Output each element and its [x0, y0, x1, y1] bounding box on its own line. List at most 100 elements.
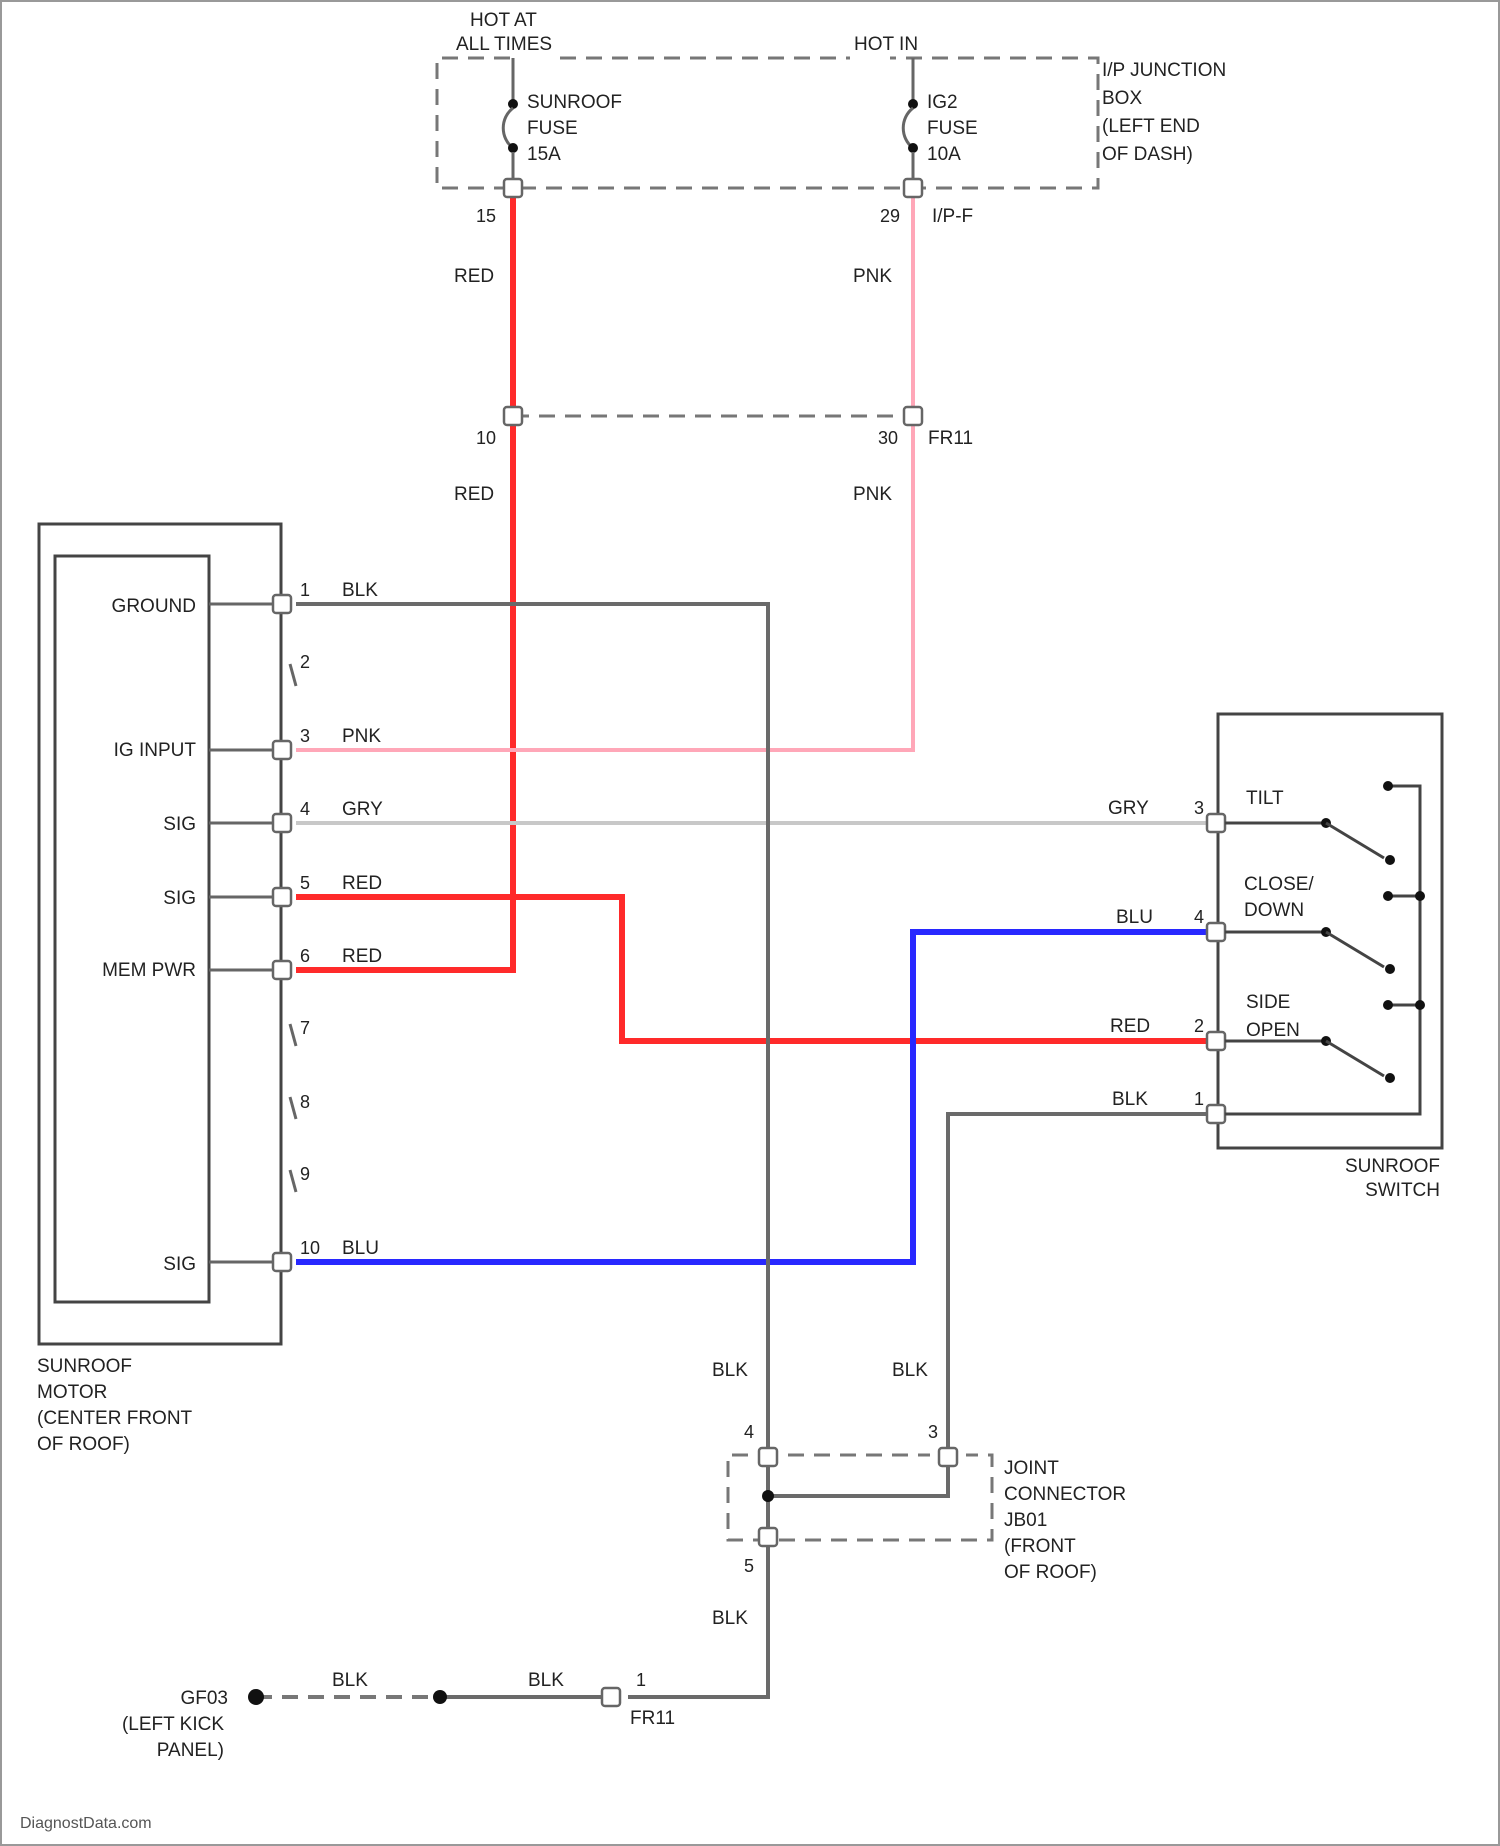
joint-caption-4: (FRONT — [1004, 1536, 1076, 1557]
joint-wire-bottom: BLK — [712, 1608, 748, 1629]
wire-label-pnk-upper: PNK — [853, 266, 892, 287]
pin-left-mid: 10 — [476, 428, 496, 448]
ground-terminal — [248, 1689, 264, 1705]
switch-contact-close-end — [1385, 964, 1395, 974]
ground-label-2: (LEFT KICK — [122, 1714, 224, 1735]
motor-wire-color-5: RED — [342, 873, 382, 894]
motor-pin-num-9: 9 — [300, 1164, 310, 1184]
pin-right-top: 29 — [880, 206, 900, 226]
motor-wire-color-3: PNK — [342, 726, 381, 747]
joint-pin-4 — [759, 1448, 777, 1466]
switch-position-down: DOWN — [1244, 900, 1304, 921]
switch-position-open: OPEN — [1246, 1020, 1300, 1041]
motor-wire-color-4: GRY — [342, 799, 383, 820]
switch-wire-color-blu: BLU — [1116, 907, 1153, 928]
hot-right-label: HOT IN — [854, 34, 918, 55]
ground-connector-label: FR11 — [630, 1708, 675, 1729]
motor-pin-1 — [273, 595, 291, 613]
joint-caption-1: JOINT — [1004, 1458, 1059, 1479]
connector-mid-label: FR11 — [928, 428, 973, 449]
switch-contact-open-top — [1383, 1000, 1393, 1010]
joint-splice-dot — [762, 1490, 774, 1502]
pin-right-mid: 30 — [878, 428, 898, 448]
ground-wire-color-1: BLK — [332, 1670, 368, 1691]
switch-pin-num-2: 2 — [1194, 1016, 1204, 1036]
junction-box-label-4: OF DASH) — [1102, 144, 1193, 165]
connector-top-label: I/P-F — [932, 206, 973, 227]
watermark: DiagnostData.com — [20, 1815, 152, 1832]
motor-pin-4 — [273, 814, 291, 832]
motor-pin-num-6: 6 — [300, 946, 310, 966]
junction-box-label-3: (LEFT END — [1102, 116, 1200, 137]
wire-label-pnk-lower: PNK — [853, 484, 892, 505]
fuse-left-label-3: 15A — [527, 144, 561, 165]
junction-pin-right — [904, 179, 922, 197]
hot-left-line2: ALL TIMES — [456, 34, 552, 55]
switch-pin-4 — [1207, 923, 1225, 941]
motor-wire-color-6: RED — [342, 946, 382, 967]
switch-pin-num-1: 1 — [1194, 1089, 1204, 1109]
switch-position-close: CLOSE/ — [1244, 874, 1314, 895]
switch-pin-num-3: 3 — [1194, 798, 1204, 818]
motor-pin-num-10: 10 — [300, 1238, 320, 1258]
fr11-ground-pin — [602, 1688, 620, 1706]
switch-contact-tilt-top — [1383, 781, 1393, 791]
motor-caption-3: (CENTER FRONT — [37, 1408, 193, 1429]
fr11-pin-right — [904, 407, 922, 425]
switch-wire-color-red: RED — [1110, 1016, 1150, 1037]
ground-splice-dot — [433, 1690, 447, 1704]
switch-wire-color-gry: GRY — [1108, 798, 1149, 819]
motor-pin-num-8: 8 — [300, 1092, 310, 1112]
pin-left-top: 15 — [476, 206, 496, 226]
motor-label-sig-10: SIG — [163, 1254, 196, 1275]
motor-wire-color-10: BLU — [342, 1238, 379, 1259]
motor-label-ig-input: IG INPUT — [114, 740, 197, 761]
motor-pin-num-1: 1 — [300, 580, 310, 600]
fr11-pin-left — [504, 407, 522, 425]
motor-pin-num-3: 3 — [300, 726, 310, 746]
motor-pin-10 — [273, 1253, 291, 1271]
fuse-right-terminal-top — [908, 99, 918, 109]
motor-pin-num-5: 5 — [300, 873, 310, 893]
motor-pin-5 — [273, 888, 291, 906]
switch-contact-open-end — [1385, 1073, 1395, 1083]
motor-label-sig-4: SIG — [163, 814, 196, 835]
switch-position-tilt: TILT — [1246, 788, 1284, 809]
joint-caption-3: JB01 — [1004, 1510, 1047, 1531]
motor-pin-3 — [273, 741, 291, 759]
motor-label-ground: GROUND — [112, 596, 196, 617]
fuse-left-label-2: FUSE — [527, 118, 578, 139]
ground-label-3: PANEL) — [157, 1740, 224, 1761]
junction-box-label-2: BOX — [1102, 88, 1142, 109]
hot-left-line1: HOT AT — [470, 10, 537, 31]
switch-contact-close-top — [1383, 891, 1393, 901]
wire-label-red-upper: RED — [454, 266, 494, 287]
fuse-left-label-1: SUNROOF — [527, 92, 622, 113]
ground-pin-num: 1 — [636, 1670, 646, 1690]
junction-box-label-1: I/P JUNCTION — [1102, 60, 1226, 81]
switch-position-side: SIDE — [1246, 992, 1290, 1013]
switch-pin-3 — [1207, 814, 1225, 832]
motor-pin-num-4: 4 — [300, 799, 310, 819]
switch-contact-open-bus — [1415, 1000, 1425, 1010]
motor-caption-4: OF ROOF) — [37, 1434, 130, 1455]
wire-label-red-lower: RED — [454, 484, 494, 505]
junction-pin-left — [504, 179, 522, 197]
fuse-right-label-1: IG2 — [927, 92, 958, 113]
switch-contact-close-bus — [1415, 891, 1425, 901]
motor-pin-num-2: 2 — [300, 652, 310, 672]
switch-caption-1: SUNROOF — [1345, 1156, 1440, 1177]
motor-wire-color-1: BLK — [342, 580, 378, 601]
fuse-left-terminal-top — [508, 99, 518, 109]
joint-wire-left: BLK — [712, 1360, 748, 1381]
joint-pin-5 — [759, 1528, 777, 1546]
fuse-right-terminal-bottom — [908, 143, 918, 153]
switch-caption-2: SWITCH — [1365, 1180, 1440, 1201]
joint-caption-5: OF ROOF) — [1004, 1562, 1097, 1583]
joint-wire-right: BLK — [892, 1360, 928, 1381]
joint-pin-3 — [939, 1448, 957, 1466]
ground-wire-color-2: BLK — [528, 1670, 564, 1691]
joint-pin-num-5: 5 — [744, 1556, 754, 1576]
fuse-left-terminal-bottom — [508, 143, 518, 153]
